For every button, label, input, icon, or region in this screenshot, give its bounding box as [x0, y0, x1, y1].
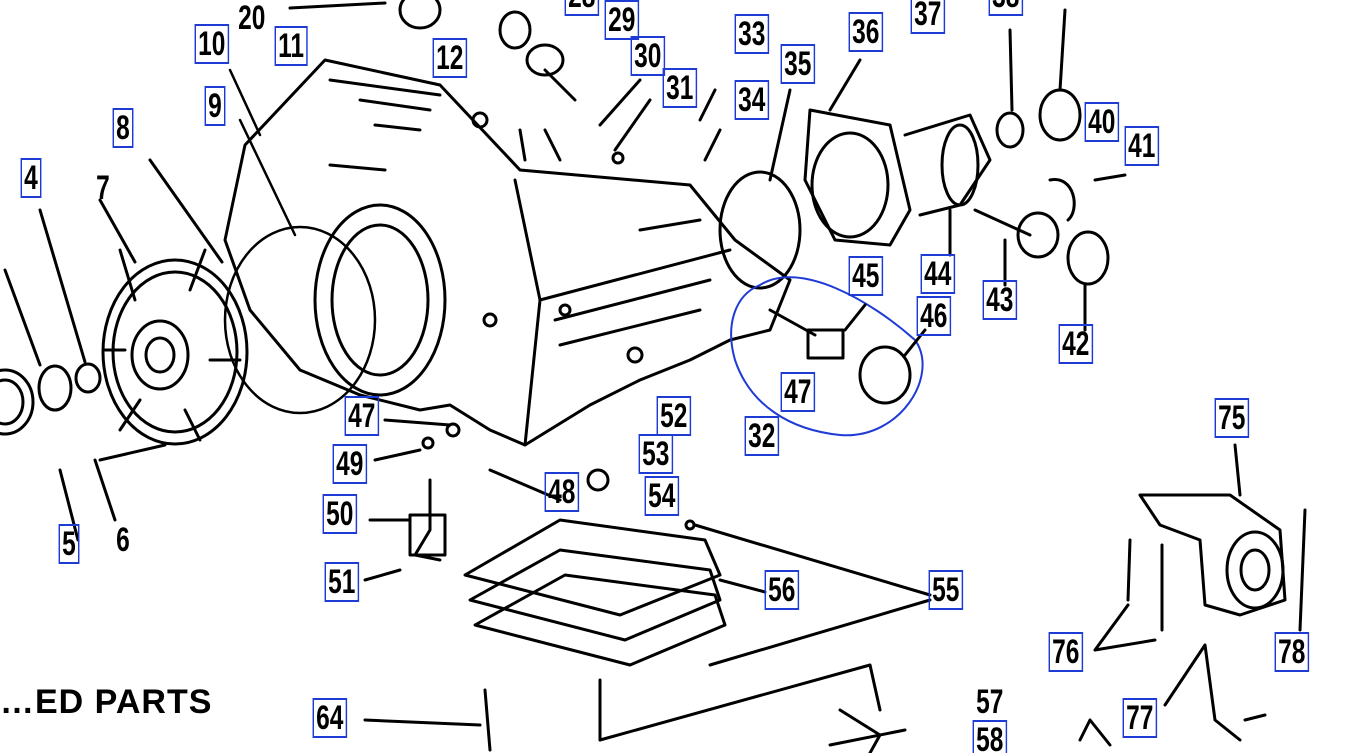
label-31: 31: [662, 68, 697, 108]
label-42: 42: [1058, 324, 1093, 364]
label-76: 76: [1048, 632, 1083, 672]
label-78: 78: [1274, 632, 1309, 672]
label-4: 4: [20, 158, 42, 198]
label-43: 43: [982, 280, 1017, 320]
label-38: 38: [988, 0, 1023, 16]
label-12: 12: [432, 38, 467, 78]
label-29: 29: [604, 0, 639, 40]
label-8: 8: [112, 108, 134, 148]
label-33: 33: [734, 14, 769, 54]
label-37: 37: [910, 0, 945, 34]
label-46: 46: [916, 296, 951, 336]
label-9: 9: [204, 86, 226, 126]
transmission-case: [223, 58, 792, 447]
label-36: 36: [848, 12, 883, 52]
label-57: 57: [976, 683, 1004, 721]
label-49: 49: [332, 444, 367, 484]
label-48: 48: [544, 472, 579, 512]
label-30: 30: [630, 36, 665, 76]
label-77: 77: [1122, 698, 1157, 738]
label-28: 28: [564, 0, 599, 16]
top-hardware: [288, 0, 907, 753]
valve-body-plates: [363, 468, 932, 752]
label-6: 6: [116, 521, 130, 559]
label-51: 51: [324, 562, 359, 602]
label-47-left: 47: [344, 396, 379, 436]
label-34: 34: [734, 80, 769, 120]
label-55: 55: [928, 570, 963, 610]
label-52: 52: [656, 396, 691, 436]
bottom-hardware: [58, 418, 696, 582]
label-40: 40: [1084, 102, 1119, 142]
label-45: 45: [848, 256, 883, 296]
label-54: 54: [644, 476, 679, 516]
label-47-right: 47: [780, 372, 815, 412]
left-seal-parts: [0, 208, 102, 436]
section-title: …ED PARTS: [0, 683, 213, 721]
label-32: 32: [744, 416, 779, 456]
extension-housing: [718, 58, 992, 290]
label-56: 56: [764, 570, 799, 610]
label-11: 11: [274, 26, 308, 66]
label-75: 75: [1214, 398, 1249, 438]
shift-actuator: [1078, 443, 1307, 747]
label-58: 58: [972, 720, 1007, 753]
label-53: 53: [638, 434, 673, 474]
label-35: 35: [780, 44, 815, 84]
flex-plate: [98, 158, 249, 446]
highlight-circle: [730, 276, 924, 437]
label-10: 10: [194, 24, 229, 64]
label-50: 50: [322, 494, 357, 534]
label-41: 41: [1124, 126, 1159, 166]
label-20: 20: [238, 0, 266, 37]
small-rings-right: [948, 8, 1127, 332]
label-5: 5: [58, 524, 80, 564]
label-7: 7: [96, 169, 110, 207]
label-44: 44: [920, 254, 955, 294]
label-64: 64: [312, 698, 347, 738]
speed-sensor: [768, 303, 927, 405]
